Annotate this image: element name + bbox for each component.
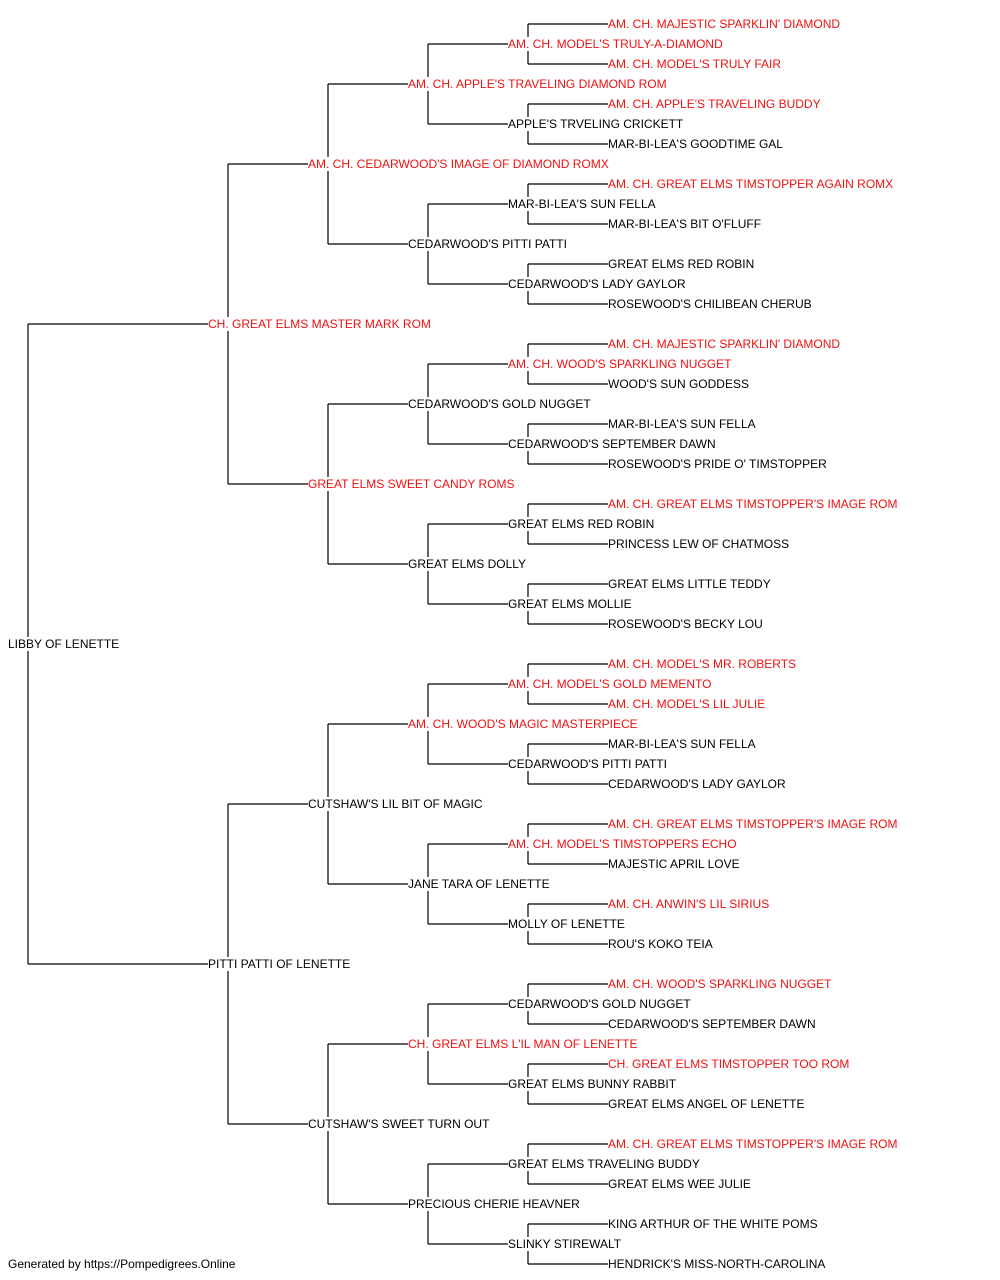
g3-dam-name: PRECIOUS CHERIE HEAVNER xyxy=(408,1197,580,1211)
g5-sire-name: MAR-BI-LEA'S SUN FELLA xyxy=(608,417,756,431)
g5-dam-name: MAJESTIC APRIL LOVE xyxy=(608,857,740,871)
g1-sire-name: CH. GREAT ELMS MASTER MARK ROM xyxy=(208,317,431,331)
g3-sire-name: AM. CH. WOOD'S MAGIC MASTERPIECE xyxy=(408,717,638,731)
g3-dam-name: CEDARWOOD'S PITTI PATTI xyxy=(408,237,567,251)
g3-dam-name: JANE TARA OF LENETTE xyxy=(408,877,550,891)
g5-sire-name: AM. CH. MODEL'S MR. ROBERTS xyxy=(608,657,796,671)
g2-sire-name: CUTSHAW'S LIL BIT OF MAGIC xyxy=(308,797,483,811)
g4-dam-name: CEDARWOOD'S PITTI PATTI xyxy=(508,757,667,771)
g5-sire-name: AM. CH. GREAT ELMS TIMSTOPPER'S IMAGE RO… xyxy=(608,817,897,831)
g5-dam-name: ROU'S KOKO TEIA xyxy=(608,937,713,951)
g5-dam-name: CEDARWOOD'S LADY GAYLOR xyxy=(608,777,786,791)
g5-sire-name: GREAT ELMS LITTLE TEDDY xyxy=(608,577,771,591)
g4-dam-name: GREAT ELMS BUNNY RABBIT xyxy=(508,1077,677,1091)
g5-sire-name: AM. CH. APPLE'S TRAVELING BUDDY xyxy=(608,97,821,111)
g5-dam-name: ROSEWOOD'S BECKY LOU xyxy=(608,617,763,631)
g5-sire-name: GREAT ELMS RED ROBIN xyxy=(608,257,754,271)
g5-sire-name: AM. CH. GREAT ELMS TIMSTOPPER'S IMAGE RO… xyxy=(608,1137,897,1151)
generated-by-footer: Generated by https://Pompedigrees.Online xyxy=(8,1257,236,1271)
g5-sire-name: AM. CH. GREAT ELMS TIMSTOPPER'S IMAGE RO… xyxy=(608,497,897,511)
g4-dam-name: CEDARWOOD'S SEPTEMBER DAWN xyxy=(508,437,716,451)
g4-sire-name: AM. CH. MODEL'S TRULY-A-DIAMOND xyxy=(508,37,723,51)
g5-sire-name: AM. CH. MAJESTIC SPARKLIN' DIAMOND xyxy=(608,337,840,351)
g5-sire-name: AM. CH. MAJESTIC SPARKLIN' DIAMOND xyxy=(608,17,840,31)
g5-sire-name: AM. CH. GREAT ELMS TIMSTOPPER AGAIN ROMX xyxy=(608,177,893,191)
g5-dam-name: CEDARWOOD'S SEPTEMBER DAWN xyxy=(608,1017,816,1031)
g5-sire-name: KING ARTHUR OF THE WHITE POMS xyxy=(608,1217,818,1231)
g4-dam-name: APPLE'S TRVELING CRICKETT xyxy=(508,117,684,131)
g2-dam-name: CUTSHAW'S SWEET TURN OUT xyxy=(308,1117,490,1131)
g2-dam-name: GREAT ELMS SWEET CANDY ROMS xyxy=(308,477,514,491)
g3-dam-name: GREAT ELMS DOLLY xyxy=(408,557,526,571)
g4-sire-name: MAR-BI-LEA'S SUN FELLA xyxy=(508,197,656,211)
g5-dam-name: WOOD'S SUN GODDESS xyxy=(608,377,749,391)
g4-sire-name: GREAT ELMS RED ROBIN xyxy=(508,517,654,531)
g4-sire-name: AM. CH. MODEL'S TIMSTOPPERS ECHO xyxy=(508,837,737,851)
g2-sire-name: AM. CH. CEDARWOOD'S IMAGE OF DIAMOND ROM… xyxy=(308,157,609,171)
g5-sire-name: CH. GREAT ELMS TIMSTOPPER TOO ROM xyxy=(608,1057,849,1071)
g5-sire-name: MAR-BI-LEA'S SUN FELLA xyxy=(608,737,756,751)
g5-dam-name: MAR-BI-LEA'S GOODTIME GAL xyxy=(608,137,783,151)
subject-dog-name: LIBBY OF LENETTE xyxy=(8,637,119,651)
g4-sire-name: CEDARWOOD'S GOLD NUGGET xyxy=(508,997,691,1011)
g4-dam-name: GREAT ELMS MOLLIE xyxy=(508,597,632,611)
g4-sire-name: GREAT ELMS TRAVELING BUDDY xyxy=(508,1157,700,1171)
g4-sire-name: AM. CH. MODEL'S GOLD MEMENTO xyxy=(508,677,711,691)
g5-dam-name: AM. CH. MODEL'S TRULY FAIR xyxy=(608,57,781,71)
g4-dam-name: CEDARWOOD'S LADY GAYLOR xyxy=(508,277,686,291)
g3-sire-name: CH. GREAT ELMS L'IL MAN OF LENETTE xyxy=(408,1037,637,1051)
g3-sire-name: CEDARWOOD'S GOLD NUGGET xyxy=(408,397,591,411)
g4-dam-name: SLINKY STIREWALT xyxy=(508,1237,622,1251)
g4-dam-name: MOLLY OF LENETTE xyxy=(508,917,625,931)
g5-dam-name: ROSEWOOD'S PRIDE O' TIMSTOPPER xyxy=(608,457,827,471)
g5-dam-name: ROSEWOOD'S CHILIBEAN CHERUB xyxy=(608,297,812,311)
g5-dam-name: HENDRICK'S MISS-NORTH-CAROLINA xyxy=(608,1257,825,1271)
g4-sire-name: AM. CH. WOOD'S SPARKLING NUGGET xyxy=(508,357,732,371)
g5-sire-name: AM. CH. WOOD'S SPARKLING NUGGET xyxy=(608,977,832,991)
g5-dam-name: AM. CH. MODEL'S LIL JULIE xyxy=(608,697,765,711)
g1-dam-name: PITTI PATTI OF LENETTE xyxy=(208,957,350,971)
g5-dam-name: PRINCESS LEW OF CHATMOSS xyxy=(608,537,789,551)
g3-sire-name: AM. CH. APPLE'S TRAVELING DIAMOND ROM xyxy=(408,77,667,91)
g5-dam-name: GREAT ELMS WEE JULIE xyxy=(608,1177,751,1191)
g5-sire-name: AM. CH. ANWIN'S LIL SIRIUS xyxy=(608,897,769,911)
g5-dam-name: GREAT ELMS ANGEL OF LENETTE xyxy=(608,1097,805,1111)
g5-dam-name: MAR-BI-LEA'S BIT O'FLUFF xyxy=(608,217,761,231)
